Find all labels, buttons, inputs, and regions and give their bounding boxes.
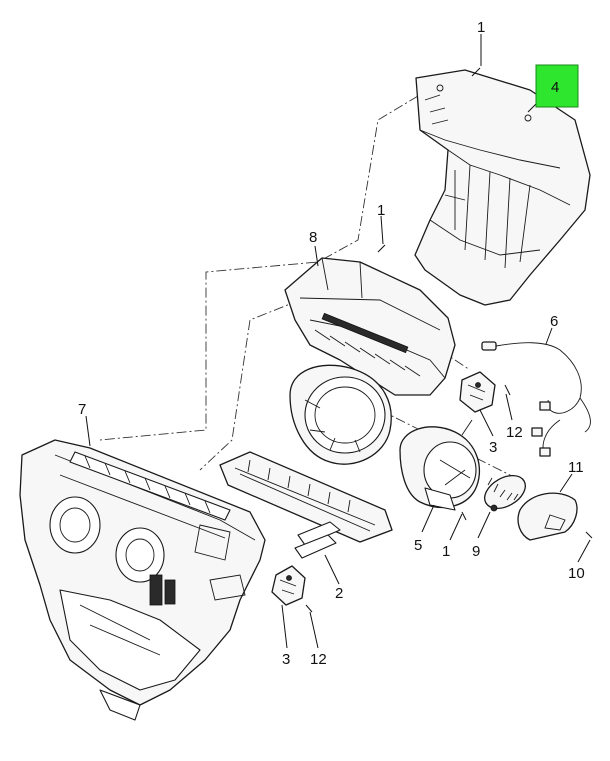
callout-1-top: 1 — [477, 19, 485, 36]
callout-labels: 1 4 1 8 6 7 3 12 11 5 1 9 10 2 3 12 — [78, 19, 585, 668]
callout-4: 4 — [551, 79, 559, 96]
actuator-right — [459, 371, 496, 413]
callout-10: 10 — [568, 565, 585, 582]
screws — [305, 67, 593, 613]
heater-core — [219, 451, 393, 559]
callout-1-mid: 1 — [377, 202, 385, 219]
main-hvac-case — [19, 439, 266, 721]
screw-right — [504, 384, 511, 396]
callout-12-bottom: 12 — [310, 651, 327, 668]
blower-scroll-housing — [289, 364, 392, 465]
callout-8: 8 — [309, 229, 317, 246]
callout-11: 11 — [568, 459, 584, 476]
callout-1-bottom: 1 — [442, 543, 450, 560]
callout-3-right: 3 — [489, 439, 497, 456]
callout-7: 7 — [78, 401, 86, 418]
blower-cover-plate — [517, 492, 578, 541]
callout-6: 6 — [550, 313, 558, 330]
callout-3-bottom: 3 — [282, 651, 290, 668]
wiring-harness — [481, 341, 591, 457]
callout-2: 2 — [335, 585, 343, 602]
screw-cover — [585, 531, 593, 539]
screw-actuator — [305, 604, 313, 613]
callout-9: 9 — [472, 543, 480, 560]
blower-motor — [399, 419, 481, 511]
callout-12-right: 12 — [506, 424, 523, 441]
callout-5: 5 — [414, 537, 422, 554]
highlight-box-part-4 — [535, 64, 579, 108]
screw-top — [471, 67, 481, 77]
screw-mid — [377, 244, 386, 253]
evaporator-housing — [284, 257, 456, 396]
actuator-bottom — [271, 565, 306, 606]
blower-fan-wheel — [484, 474, 526, 512]
upper-duct-cover — [414, 69, 591, 306]
screw-bottom — [461, 511, 467, 521]
